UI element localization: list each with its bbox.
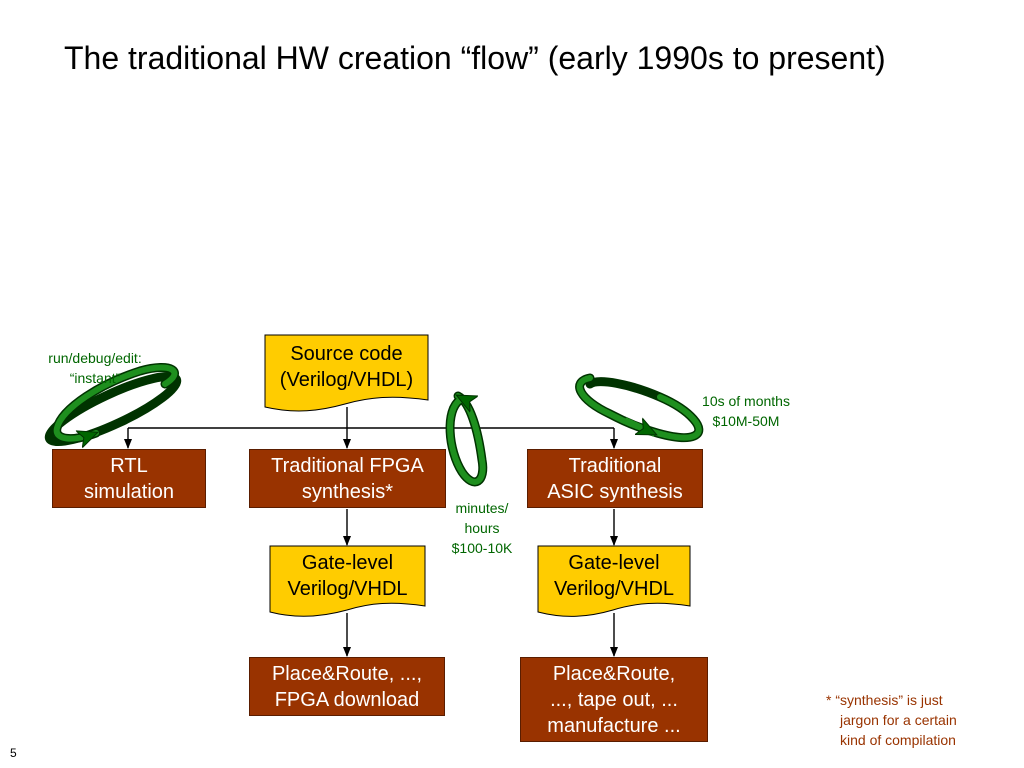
asic-place-route-node: Place&Route, ..., tape out, ... manufact… (520, 657, 708, 742)
connectors (124, 407, 618, 657)
footnote-line-2: jargon for a certain (840, 712, 957, 728)
asic-gate-level-node: Gate-level Verilog/VHDL (553, 552, 675, 600)
source-code-node: Source code (Verilog/VHDL) (279, 343, 414, 391)
rtl-loop-label: run/debug/edit: “instant” (48, 350, 142, 386)
asic-gate-level-document-shape (537, 545, 691, 617)
rtl-simulation-node: RTL simulation (52, 449, 206, 508)
asic-loop-arrow (575, 373, 704, 443)
slide-title: The traditional HW creation “flow” (earl… (64, 40, 886, 76)
source-code-document-shape (264, 334, 429, 412)
fpga-loop-arrow (445, 391, 488, 487)
fpga-gate-level-document-shape (269, 545, 426, 617)
footnote: * “synthesis” is just jargon for a certa… (826, 690, 1016, 750)
fpga-synthesis-node: Traditional FPGA synthesis* (249, 449, 446, 508)
asic-loop-label: 10s of months $10M-50M (702, 393, 790, 429)
footnote-line-1: * “synthesis” is just (826, 692, 943, 708)
asic-synthesis-node: Traditional ASIC synthesis (527, 449, 703, 508)
footnote-line-3: kind of compilation (840, 732, 956, 748)
fpga-loop-label: minutes/ hours $100-10K (451, 500, 513, 556)
fpga-place-route-node: Place&Route, ..., FPGA download (249, 657, 445, 716)
slide-number: 5 (10, 746, 17, 760)
rtl-loop-arrow (44, 363, 182, 452)
fpga-gate-level-node: Gate-level Verilog/VHDL (287, 552, 408, 600)
